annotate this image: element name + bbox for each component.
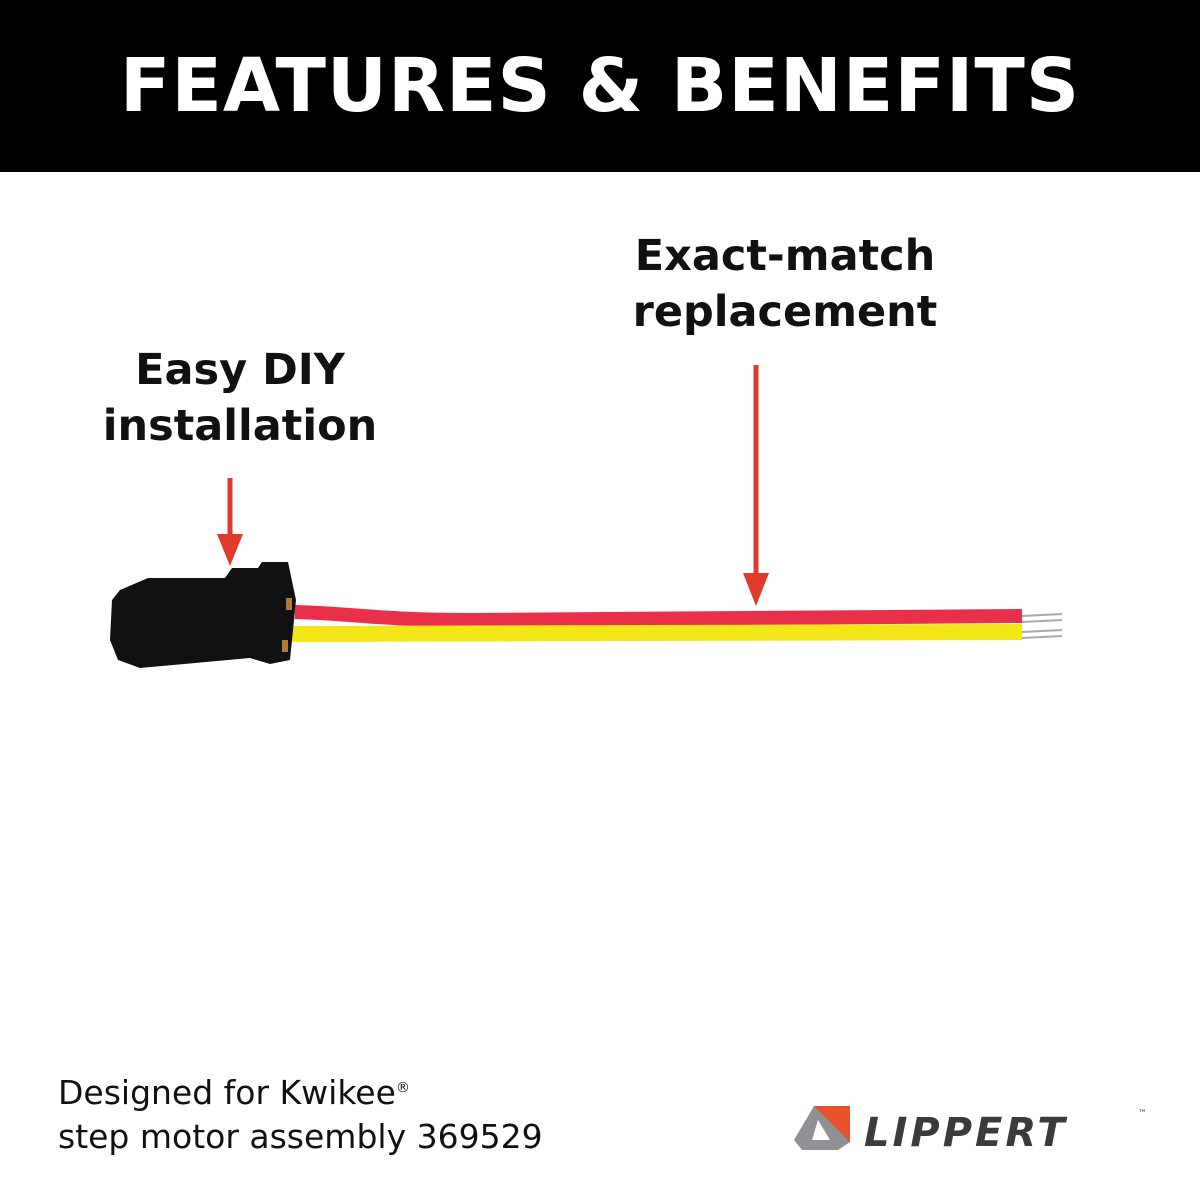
trademark-mark: ™: [1138, 1109, 1147, 1119]
note-line: step motor assembly 369529: [58, 1117, 543, 1156]
callout-exact-match: Exact-match replacement: [600, 228, 970, 340]
logo-text: LIPPERT: [864, 1110, 1068, 1156]
lippert-logo: LIPPERT ™: [794, 1106, 1147, 1156]
wire-harness-image: [110, 562, 1063, 668]
arrow-icon: [217, 478, 243, 566]
compatibility-note: Designed for Kwikee® step motor assembly…: [58, 1066, 543, 1159]
arrow-icon: [743, 365, 769, 606]
note-line: Designed for Kwikee: [58, 1073, 396, 1112]
header-banner: FEATURES & BENEFITS: [0, 0, 1200, 172]
callout-line: Easy DIY: [135, 345, 345, 395]
callout-line: replacement: [632, 287, 938, 337]
callout-easy-diy: Easy DIY installation: [90, 342, 390, 454]
page-title: FEATURES & BENEFITS: [119, 43, 1081, 129]
registered-mark: ®: [395, 1080, 410, 1096]
callout-line: Exact-match: [634, 231, 936, 281]
callout-line: installation: [102, 401, 378, 451]
